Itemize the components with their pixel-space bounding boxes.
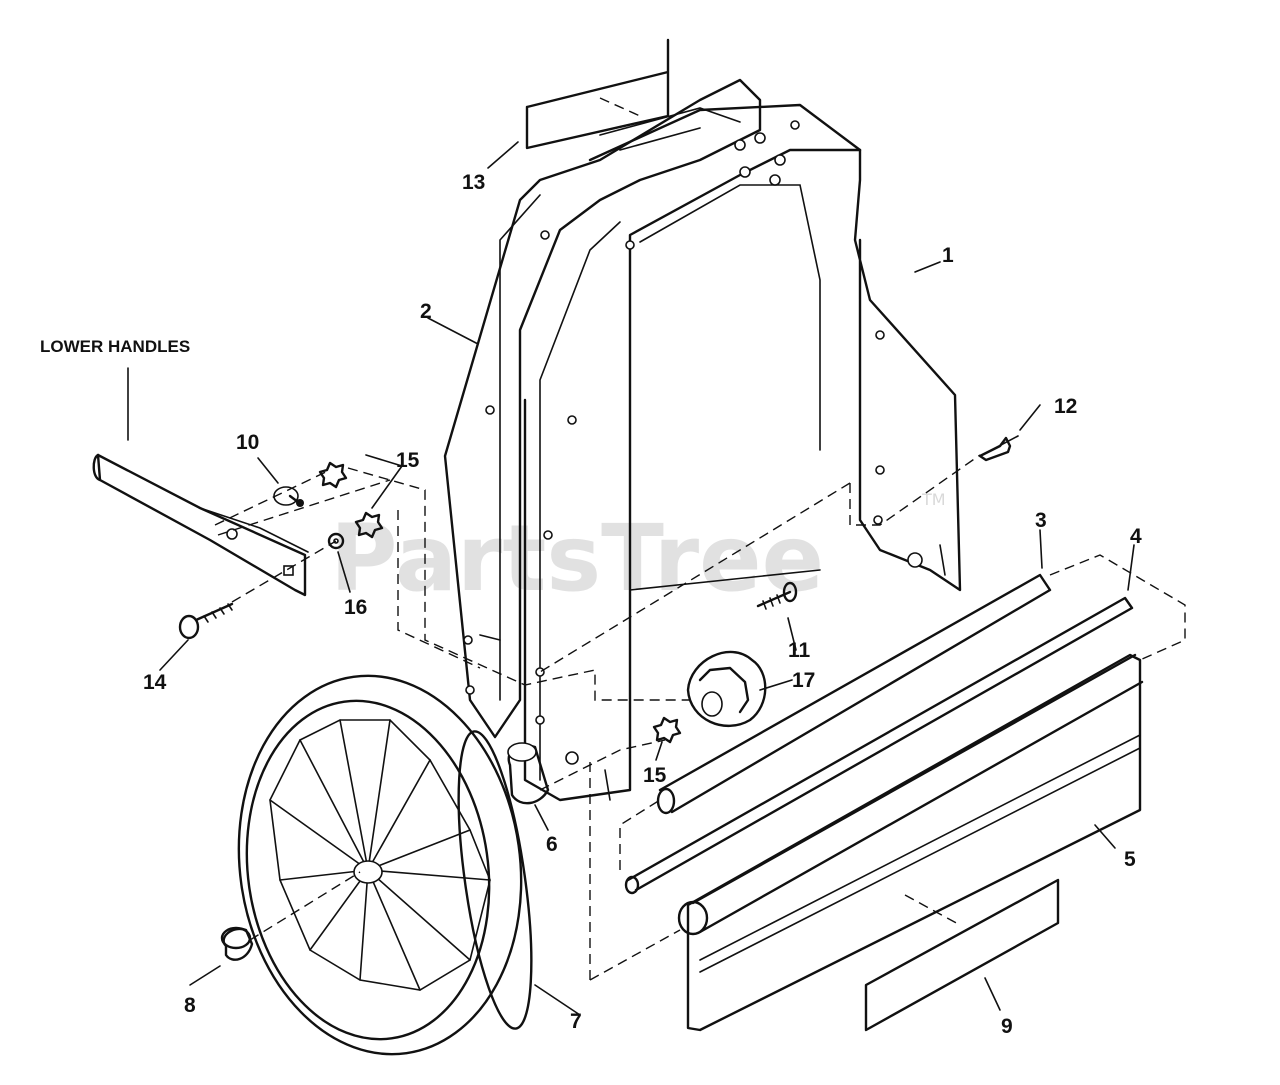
part-12-bolt[interactable] bbox=[978, 435, 1019, 462]
callout-12: 12 bbox=[1054, 395, 1077, 418]
callout-17: 17 bbox=[792, 669, 815, 692]
lower-handles[interactable] bbox=[92, 453, 309, 597]
callout-5: 5 bbox=[1124, 848, 1136, 871]
part-7-wheel[interactable] bbox=[215, 657, 546, 1072]
callout-2: 2 bbox=[420, 300, 432, 323]
part-8-hub-cap[interactable] bbox=[220, 926, 254, 961]
callout-10: 10 bbox=[236, 431, 259, 454]
assembly-lines bbox=[214, 97, 1186, 981]
part-15-star-washer-lower[interactable] bbox=[652, 716, 682, 744]
part-14-bolt[interactable] bbox=[178, 602, 234, 640]
part-11-bolt[interactable] bbox=[756, 581, 798, 610]
callout-13: 13 bbox=[462, 171, 485, 194]
part-2-frame-rear[interactable] bbox=[443, 78, 762, 739]
callout-15-lower: 15 bbox=[643, 764, 667, 787]
part-17-knob[interactable] bbox=[686, 650, 767, 728]
callout-15-upper: 15 bbox=[396, 449, 420, 472]
callout-8: 8 bbox=[184, 994, 196, 1017]
callout-4: 4 bbox=[1130, 525, 1142, 548]
part-5-deflector[interactable] bbox=[677, 653, 1144, 1032]
callout-1: 1 bbox=[942, 244, 954, 267]
part-6-spacer[interactable] bbox=[507, 742, 550, 805]
watermark-trademark: TM bbox=[921, 490, 946, 509]
part-10-pin[interactable] bbox=[273, 486, 304, 507]
callout-11: 11 bbox=[788, 639, 811, 662]
callout-16: 16 bbox=[344, 596, 367, 619]
part-13-decal[interactable] bbox=[525, 38, 670, 150]
part-15-star-washer-upper[interactable] bbox=[318, 461, 384, 539]
watermark-text: PartsTree bbox=[330, 505, 824, 612]
callout-3: 3 bbox=[1035, 509, 1047, 532]
callout-9: 9 bbox=[1001, 1015, 1013, 1038]
leader-lines bbox=[159, 141, 1135, 1016]
part-1-frame-front[interactable] bbox=[479, 103, 962, 802]
callouts: 1 2 3 4 5 6 7 8 9 10 11 12 13 14 15 15 1… bbox=[143, 171, 1142, 1038]
callout-14: 14 bbox=[143, 671, 167, 694]
part-4-rod[interactable] bbox=[624, 596, 1134, 895]
lower-handles-label: LOWER HANDLES bbox=[40, 337, 190, 356]
callout-7: 7 bbox=[570, 1010, 582, 1033]
callout-6: 6 bbox=[546, 833, 558, 856]
part-9-decal[interactable] bbox=[864, 878, 1060, 1032]
